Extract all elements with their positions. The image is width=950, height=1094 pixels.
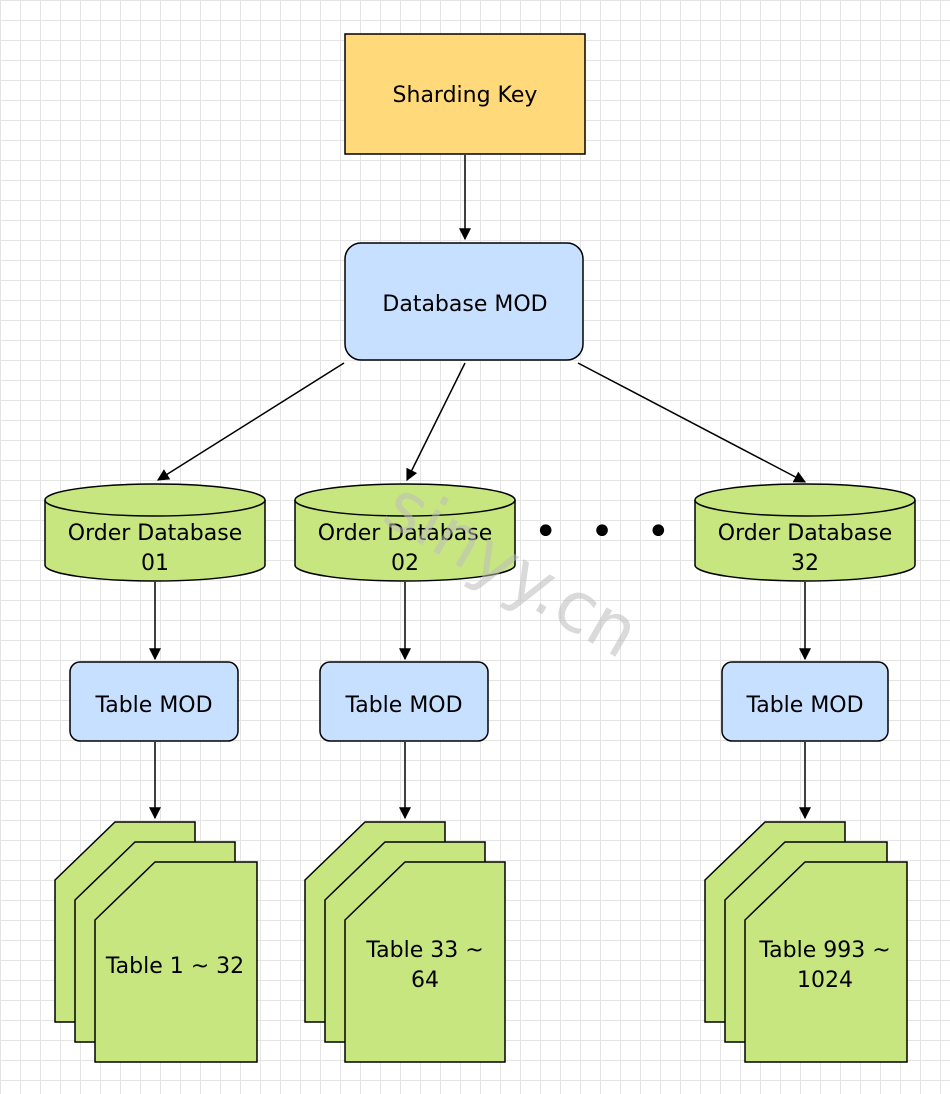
shard-column-02: Order Database 02 Table MOD Table 33 ~ 6… [294,483,516,1063]
order-database-32-label: Order Database [718,521,893,546]
shard-column-01: Order Database 01 Table MOD Table 1 ~ 32 [44,483,266,1063]
arrow-dbmod-to-db-02 [406,362,466,482]
table-mod-01-node: Table MOD [69,661,239,742]
order-database-32-number: 32 [791,551,819,576]
order-database-01-number: 01 [141,551,169,576]
sharding-key-label: Sharding Key [393,83,538,108]
order-database-01-cylinder: Order Database 01 [44,483,266,582]
tables-stack-01: Table 1 ~ 32 [54,821,258,1063]
tables-02-range: Table 33 ~ [365,938,483,963]
order-database-02-label: Order Database [318,521,493,546]
tables-32-range: Table 993 ~ [758,938,890,963]
order-database-32-cylinder: Order Database 32 [694,483,916,582]
arrow-dbmod-to-db-01 [156,362,345,481]
tables-stack-32: Table 993 ~ 1024 [704,821,908,1063]
order-database-02-cylinder: Order Database 02 [294,483,516,582]
tables-01-range: Table 1 ~ 32 [105,954,244,979]
tables-stack-02: Table 33 ~ 64 [304,821,506,1063]
shard-column-32: Order Database 32 Table MOD Table 993 ~ … [694,483,916,1063]
table-mod-01-label: Table MOD [94,693,212,718]
arrow-dbmod-to-db-32 [577,362,807,483]
table-mod-32-label: Table MOD [745,693,863,718]
database-mod-label: Database MOD [382,292,547,317]
database-mod-node: Database MOD [344,242,584,361]
order-database-01-label: Order Database [68,521,243,546]
table-mod-32-node: Table MOD [721,661,889,742]
table-mod-02-node: Table MOD [319,661,489,742]
tables-32-range-end: 1024 [797,968,853,993]
order-database-02-number: 02 [391,551,419,576]
ellipsis-indicator: • • • [534,509,680,555]
tables-02-range-end: 64 [411,968,439,993]
sharding-key-node: Sharding Key [344,33,586,155]
table-mod-02-label: Table MOD [344,693,462,718]
